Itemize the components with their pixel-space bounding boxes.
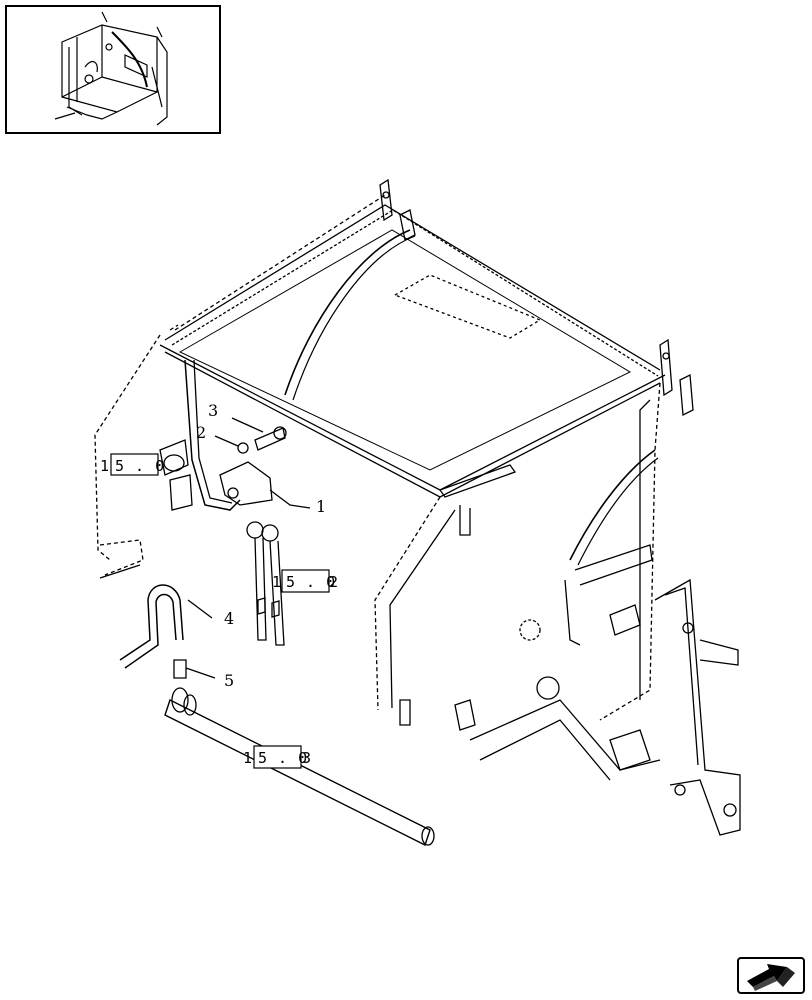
callout-5: 5 <box>224 671 234 690</box>
ref-c-box: 5 . 0 <box>258 749 308 767</box>
callout-4: 4 <box>224 609 234 628</box>
ref-b-prefix: 1 <box>272 573 282 591</box>
baler-frame-overview-icon <box>54 11 168 126</box>
ref-b-suffix: 2 <box>329 573 339 591</box>
left-vertical-tube <box>184 359 241 511</box>
frame-inner-panel <box>178 229 632 471</box>
curved-rail-top <box>284 229 411 396</box>
reference-15-0[interactable]: 1 5 . 0 <box>100 453 165 476</box>
reference-15-02[interactable]: 1 5 . 0 2 <box>272 569 339 593</box>
next-page-button[interactable] <box>737 957 805 994</box>
ref-c-suffix: 3 <box>302 749 312 767</box>
callout-1: 1 <box>316 497 326 516</box>
overview-thumbnail <box>5 5 221 134</box>
part-1-bracket <box>219 461 273 506</box>
drive-chain-left <box>254 537 267 641</box>
part-2-washer <box>237 442 249 454</box>
ref-b-box: 5 . 0 <box>286 573 336 591</box>
right-side-wall <box>599 382 661 721</box>
drive-chain-right <box>269 540 285 646</box>
callout-3: 3 <box>208 401 218 420</box>
left-side-panel-hidden <box>94 334 161 561</box>
reference-15-03[interactable]: 1 5 . 0 3 <box>243 745 312 769</box>
shaft <box>164 699 431 846</box>
ref-c-prefix: 1 <box>243 749 253 767</box>
next-page-arrow-icon <box>747 964 795 991</box>
callout-2: 2 <box>196 423 206 442</box>
right-frame-post <box>654 578 741 836</box>
part-4-hose <box>119 584 184 661</box>
ref-a-prefix: 1 <box>100 457 110 475</box>
part-5-fitting <box>173 659 187 679</box>
ref-a-box: 5 . 0 <box>115 457 165 475</box>
frame-top-edge <box>164 204 661 371</box>
